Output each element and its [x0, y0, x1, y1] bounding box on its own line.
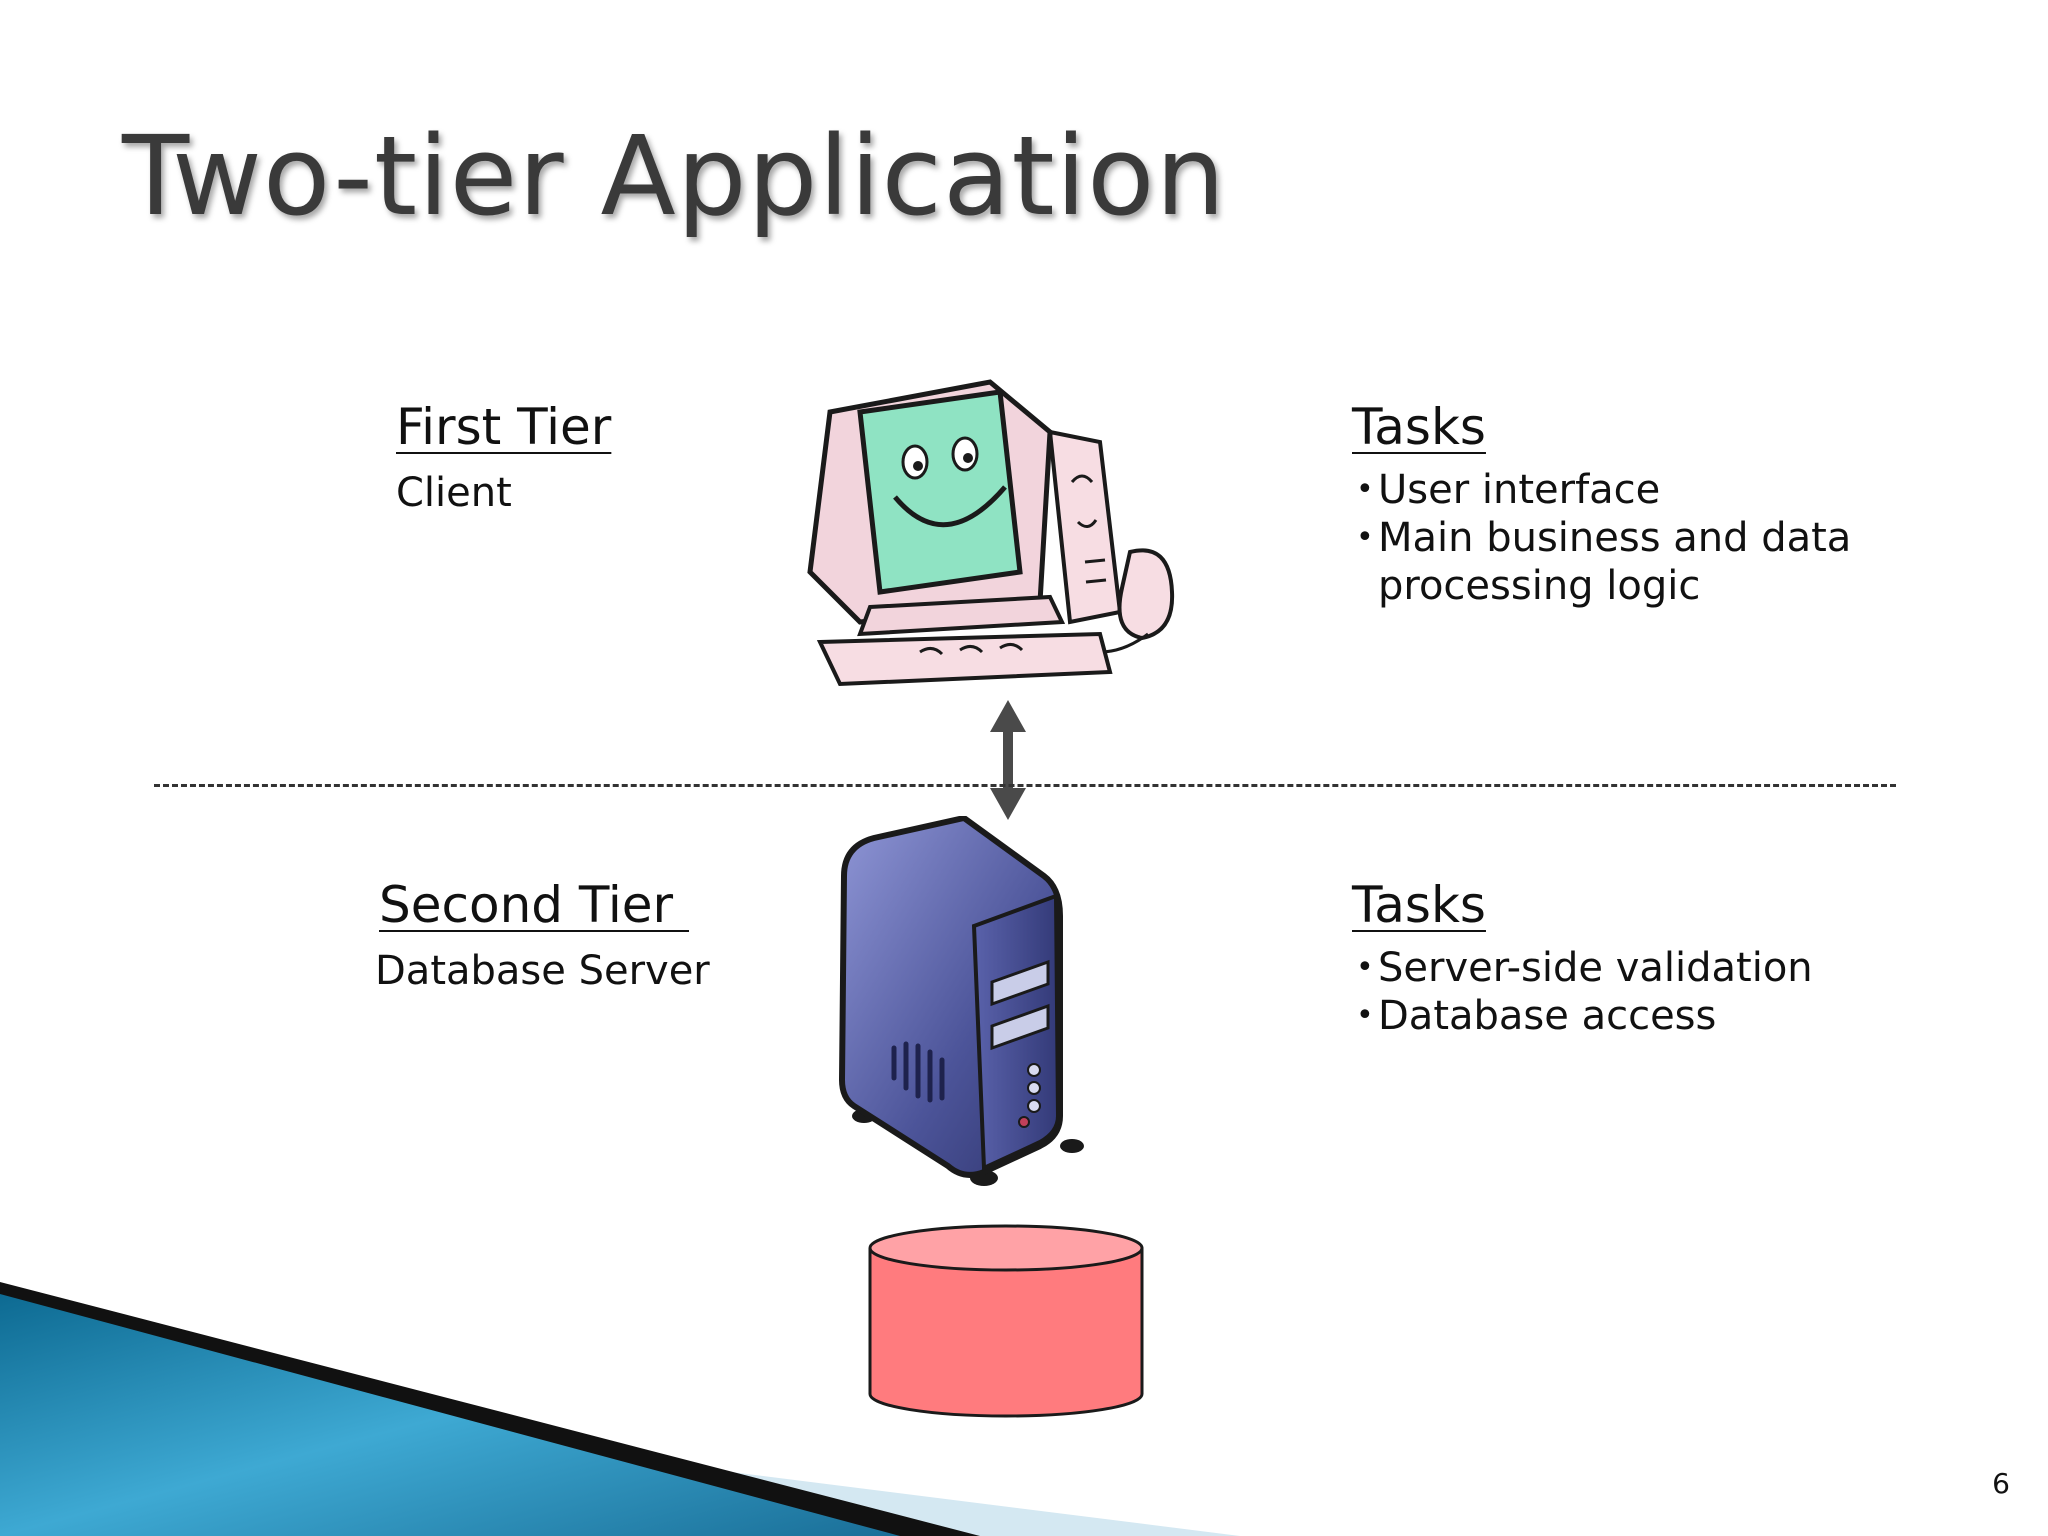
first-tier-label: Client: [396, 470, 512, 516]
second-tier-task-list: Server-side validation Database access: [1356, 944, 1916, 1040]
double-arrow-icon: [990, 700, 1026, 820]
first-tier-task-list: User interface Main business and data pr…: [1356, 466, 1876, 610]
smiling-computer-icon: [807, 379, 1175, 687]
list-item: User interface: [1356, 466, 1876, 514]
tier-divider-line: [154, 784, 1896, 787]
server-tower-icon: [838, 816, 1084, 1186]
list-item: Main business and data processing logic: [1356, 514, 1876, 610]
corner-swoosh-decoration: [0, 1282, 1240, 1536]
second-tier-heading: Second Tier: [379, 876, 690, 934]
list-item: Server-side validation: [1356, 944, 1916, 992]
slide-title: Two-tier Application: [122, 112, 1227, 240]
database-cylinder-icon: [868, 1224, 1144, 1418]
second-tier-tasks-heading: Tasks: [1352, 876, 1486, 934]
second-tier-label: Database Server: [375, 948, 710, 994]
first-tier-heading: First Tier: [396, 398, 612, 456]
list-item: Database access: [1356, 992, 1916, 1040]
first-tier-tasks-heading: Tasks: [1352, 398, 1486, 456]
page-number: 6: [1992, 1467, 2010, 1500]
